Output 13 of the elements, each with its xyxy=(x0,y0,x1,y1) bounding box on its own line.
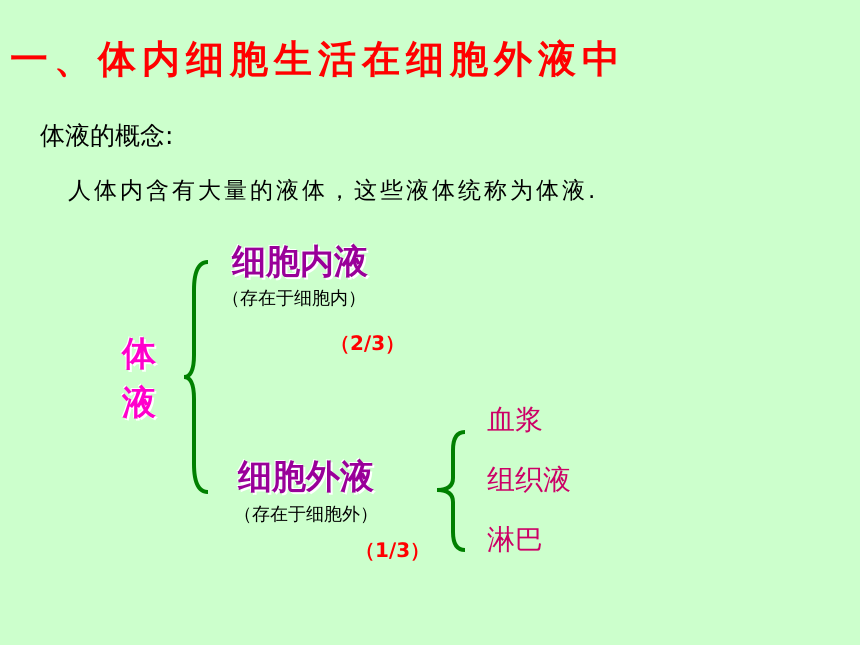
definition-text: 人体内含有大量的液体，这些液体统称为体液. xyxy=(68,178,598,204)
item-label: 淋巴 xyxy=(487,524,543,556)
note-text: （存在于细胞外） xyxy=(234,505,378,526)
category-label: 细胞外液 xyxy=(238,458,374,498)
item-label: 组织液 xyxy=(487,464,571,496)
fraction-label: （2/3） xyxy=(330,332,406,355)
note-text: （存在于细胞内） xyxy=(222,289,366,310)
root-label: 体液 xyxy=(122,333,157,426)
slide-title: 一、体内细胞生活在细胞外液中 xyxy=(10,38,626,82)
fraction-label: （1/3） xyxy=(355,539,430,562)
section-heading: 体液的概念: xyxy=(40,122,174,151)
item-label: 血浆 xyxy=(487,404,543,436)
category-label: 细胞内液 xyxy=(232,243,368,282)
